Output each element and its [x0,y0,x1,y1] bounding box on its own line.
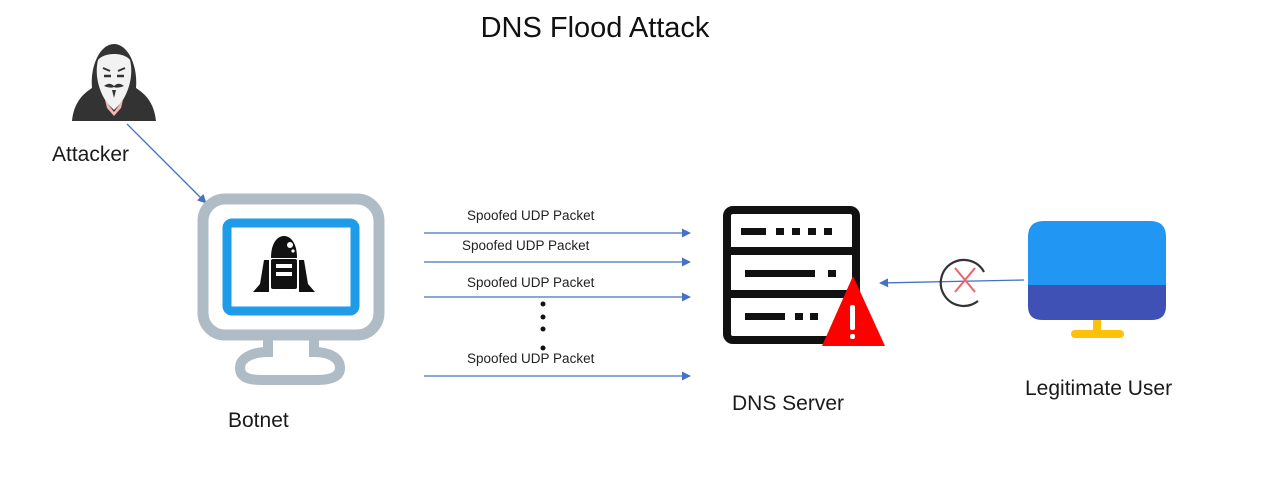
packet-label: Spoofed UDP Packet [467,275,595,290]
blocked-x-circle-icon [939,258,985,308]
dns-server-label: DNS Server [732,392,845,415]
user-to-dns-arrow [879,278,1025,288]
attacker-to-botnet-arrow [126,123,207,204]
botnet-label: Botnet [228,409,289,432]
packet-label: Spoofed UDP Packet [462,238,590,253]
packet-label: Spoofed UDP Packet [467,351,595,366]
desktop-monitor-icon [1028,221,1166,338]
warning-triangle-icon [822,276,885,346]
packet-label: Spoofed UDP Packet [467,208,595,223]
hacker-anonymous-mask-icon [72,44,156,121]
diagram-title: DNS Flood Attack [480,12,710,44]
ellipsis-dots [540,301,546,351]
attacker-label: Attacker [52,143,130,166]
legitimate-user-label: Legitimate User [1025,377,1173,400]
robot-monitor-icon [197,193,385,385]
server-rack-icon [723,206,860,344]
